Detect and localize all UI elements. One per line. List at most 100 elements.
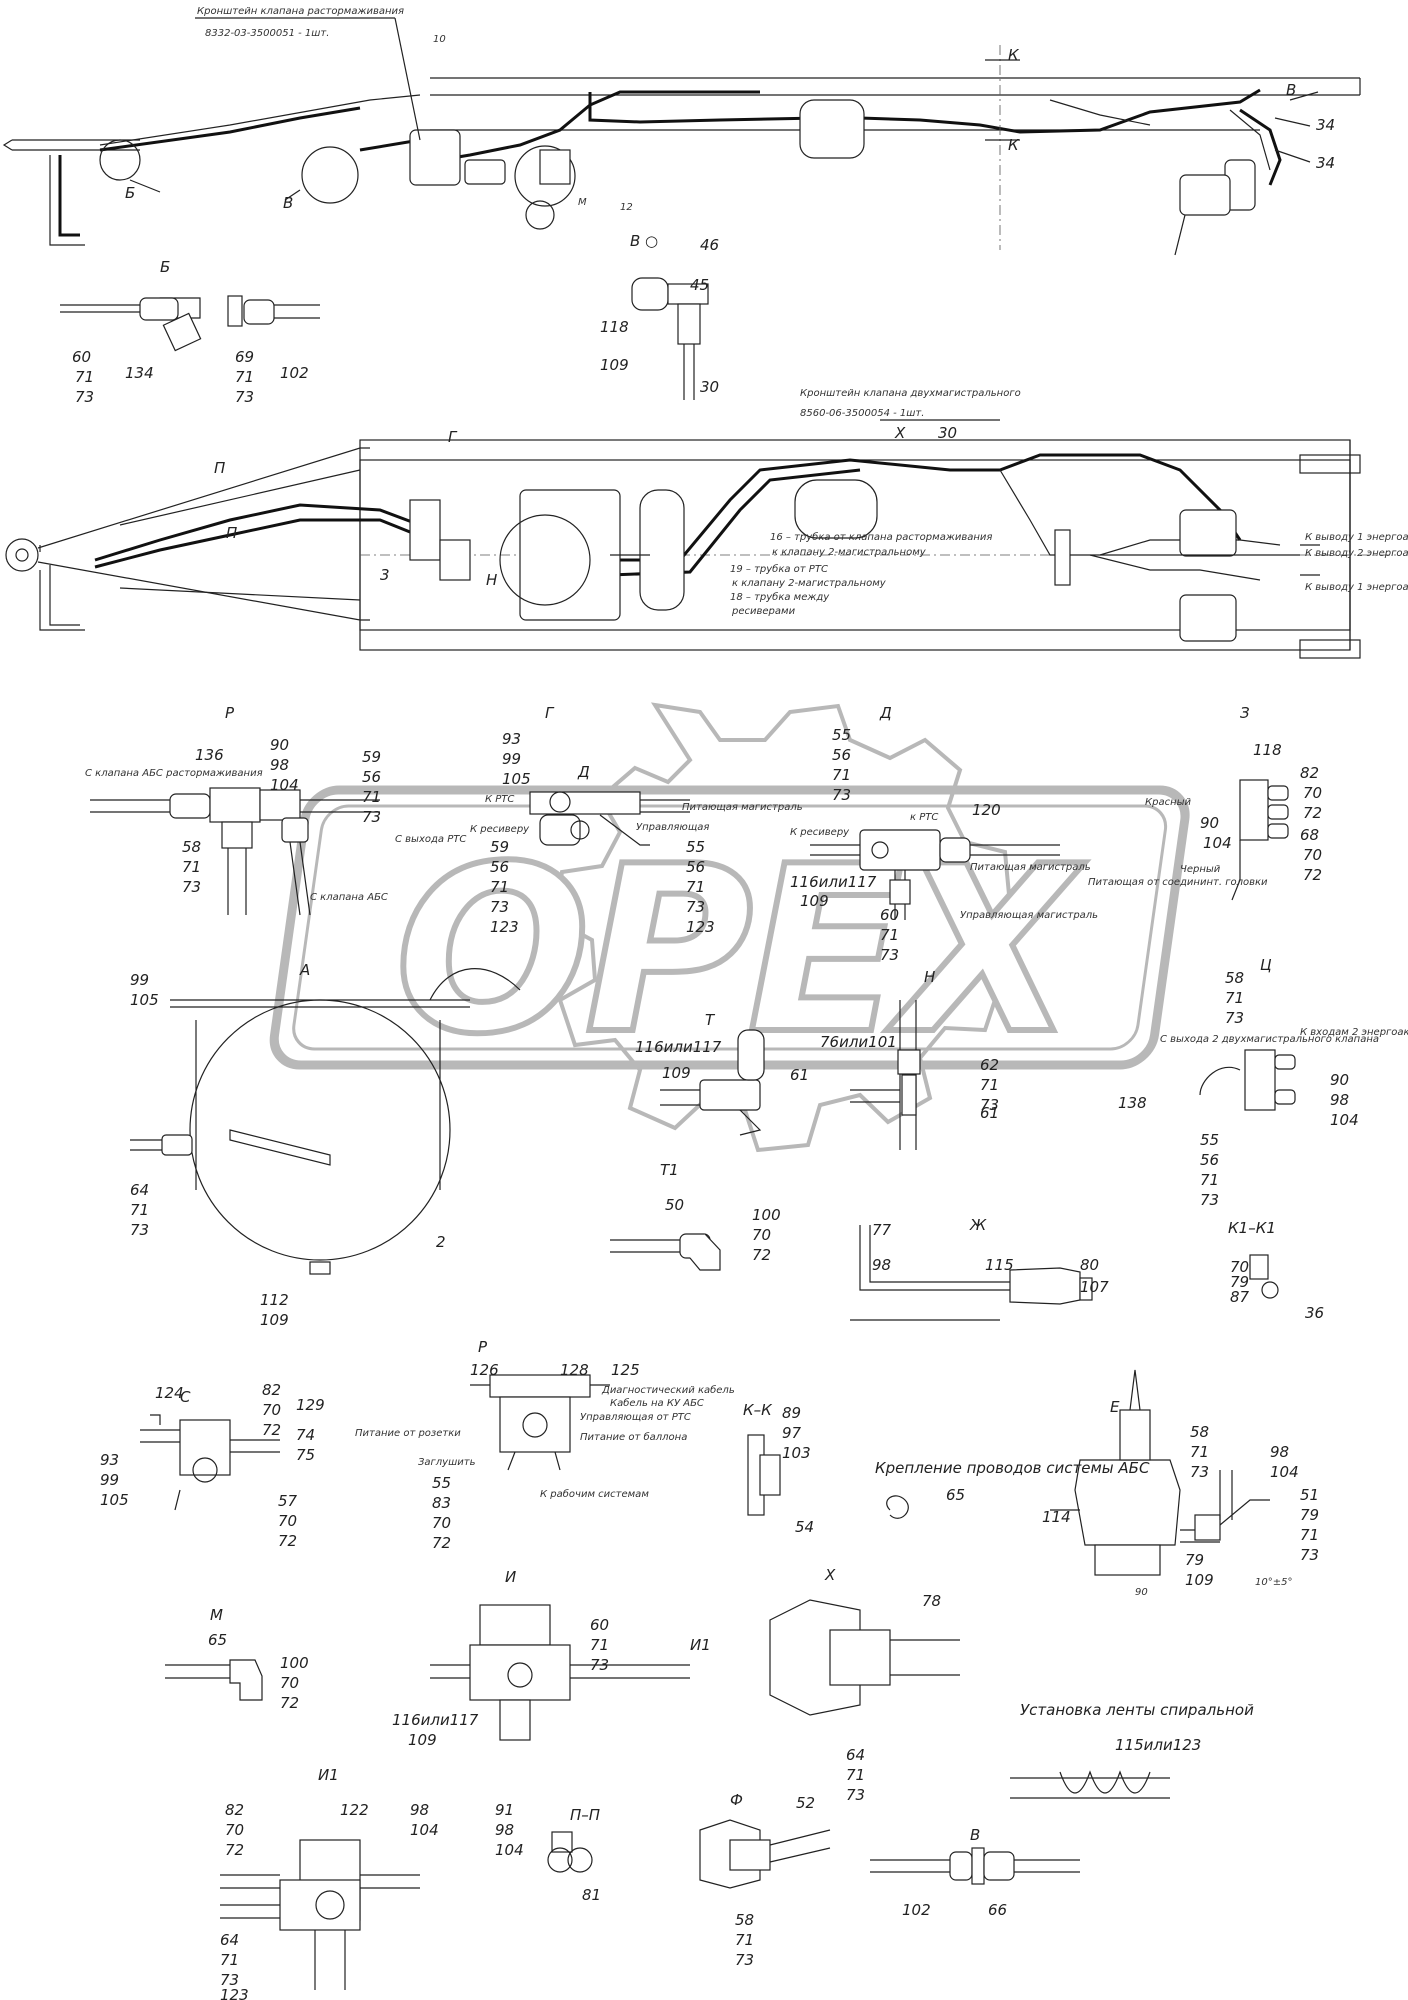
callout-ZH-3: 80 (1080, 1256, 1099, 1274)
callout-Z-7: 70 (1303, 846, 1322, 864)
callout-R2-2: 125 (611, 1361, 640, 1379)
callout-TS-5: 104 (1330, 1111, 1359, 1129)
callout-S-12: 72 (278, 1532, 297, 1550)
view-title-T1: Т1 (660, 1161, 679, 1179)
pipe-18b-note: ресиверами (731, 606, 796, 617)
callout-S-10: 57 (278, 1492, 298, 1510)
callout-KK-2: 103 (782, 1444, 811, 1462)
callout-T-1: 109 (662, 1064, 691, 1082)
callout-PP-1: 98 (495, 1821, 514, 1839)
note-R2-6: К рабочим системам (540, 1488, 649, 1500)
view-title-K1: К1–К1 (1228, 1219, 1276, 1237)
callout-B-1: 71 (75, 368, 94, 386)
note-Z-1: Черный (1180, 864, 1221, 875)
callout-E-1: 71 (1190, 1443, 1209, 1461)
callout-Z-0: 118 (1253, 741, 1282, 759)
view-title-I1: И1 (318, 1766, 339, 1784)
callout-I1-0: 122 (340, 1801, 369, 1819)
callout-R2-1: 128 (560, 1361, 589, 1379)
callout-D-8: 71 (880, 926, 899, 944)
note-TS-0: С выхода 2 двухмагистрального клапана (1160, 1034, 1379, 1045)
view-title-ZH: Ж (969, 1216, 987, 1234)
callout-K1-3: 36 (1305, 1304, 1324, 1322)
spring-3-note: К выводу 1 энергоаккум (1305, 582, 1408, 593)
callout-spiral-0: 115или123 (1115, 1736, 1201, 1754)
callout-S-7: 93 (100, 1451, 119, 1469)
callout-E-6: 51 (1300, 1486, 1319, 1504)
note-P-2: С клапана АБС (310, 892, 388, 903)
callout-I-2: 73 (590, 1656, 609, 1674)
callout-Z-4: 90 (1200, 814, 1219, 832)
callout-T-2: 61 (790, 1066, 809, 1084)
callout-P-1: 90 (270, 736, 289, 754)
callout-M-2: 70 (280, 1674, 299, 1692)
view-title-X: Х (824, 1566, 836, 1584)
view-title-PP: П–П (570, 1806, 600, 1824)
callout-E-0: 58 (1190, 1423, 1209, 1441)
callout-G-1: 99 (502, 750, 521, 768)
side-label-v: В (1286, 81, 1296, 99)
callout-D-6: 109 (800, 892, 829, 910)
spring-2-note: К выводу 2 энергоаккум (1305, 548, 1408, 559)
callout-E-9: 73 (1300, 1546, 1319, 1564)
callout-TS-2: 73 (1225, 1009, 1244, 1027)
callout-P-3: 104 (270, 776, 299, 794)
side-label-34a: 34 (1316, 116, 1335, 134)
callout-P-2: 98 (270, 756, 289, 774)
callout-S-8: 99 (100, 1471, 119, 1489)
callout-ZH-1: 98 (872, 1256, 891, 1274)
callout-T1-2: 70 (752, 1226, 771, 1244)
callout-D-4: 120 (972, 801, 1001, 819)
callout-D-7: 60 (880, 906, 899, 924)
callout-S-0: 124 (155, 1384, 184, 1402)
callout-TS-10: 138 (1118, 1094, 1147, 1112)
view-title-N: Н (924, 968, 935, 986)
callout-F-2: 71 (735, 1931, 754, 1949)
callout-B-7: 102 (280, 364, 309, 382)
note-G-2: Питающая магистраль (682, 802, 803, 813)
callout-I-5: 109 (408, 1731, 437, 1749)
pipe-16b-note: к клапану 2-магистральному (772, 547, 927, 558)
callout-I1-7: 71 (220, 1951, 239, 1969)
dim-E-0: 90 (1135, 1587, 1148, 1598)
callout-B_ring-1: 45 (690, 276, 709, 294)
pipe-19-note: 19 – трубка от РТС (730, 563, 828, 575)
note-P-0: С клапана АБС растормаживания (85, 768, 263, 779)
view-title-M: М (210, 1606, 223, 1624)
plan-label-p1: П (214, 459, 225, 477)
callout-B_ring-2: 118 (600, 318, 629, 336)
callout-TS-9: 73 (1200, 1191, 1219, 1209)
side-label-v2: В (283, 194, 293, 212)
callout-G-4: 59 (490, 838, 509, 856)
view-title-V: В (970, 1826, 980, 1844)
view-title-A: А (299, 961, 310, 979)
callout-R2-3: 55 (432, 1474, 451, 1492)
callout-KK-1: 97 (782, 1424, 802, 1442)
callout-G-9: 55 (686, 838, 705, 856)
dim-E-1: 10°±5° (1255, 1577, 1292, 1588)
pipe-19b-note: к клапану 2-магистральному (732, 578, 887, 589)
callout-S-4: 129 (296, 1396, 325, 1414)
callout-B_ring-4: 30 (700, 378, 719, 396)
callout-E-4: 104 (1270, 1463, 1299, 1481)
callout-M-0: 65 (208, 1631, 227, 1649)
callout-P-5: 56 (362, 768, 381, 786)
callout-K1-0: 70 (1230, 1258, 1249, 1276)
callout-D-3: 73 (832, 786, 851, 804)
callout-N-3: 73 (980, 1096, 999, 1114)
side-label-34b: 34 (1316, 154, 1335, 172)
callout-Z-8: 72 (1303, 866, 1322, 884)
plan-label-x: Х (894, 424, 906, 442)
callout-P-9: 71 (182, 858, 201, 876)
callout-TS-0: 58 (1225, 969, 1244, 987)
callout-E-8: 71 (1300, 1526, 1319, 1544)
callout-N-0: 76или101 (820, 1033, 897, 1051)
callout-G-3: Д (577, 763, 590, 781)
note-D-1: К ресиверу (790, 827, 850, 838)
callout-TS-6: 55 (1200, 1131, 1219, 1149)
callout-B-2: 73 (75, 388, 94, 406)
callout-I1-5: 104 (410, 1821, 439, 1839)
callout-S-11: 70 (278, 1512, 297, 1530)
callout-B-4: 69 (235, 348, 254, 366)
